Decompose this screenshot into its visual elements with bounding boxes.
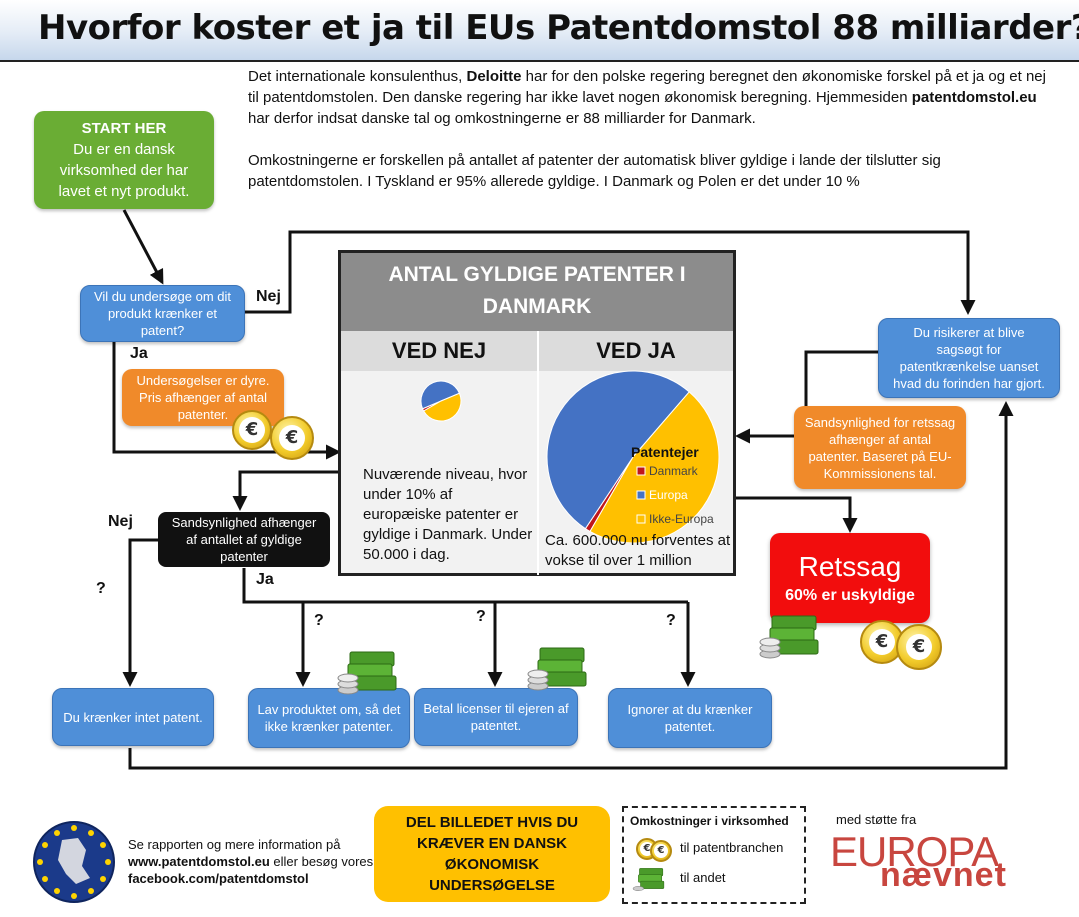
pie-slice-europa — [420, 380, 461, 410]
pie-slice-ikke-europa — [422, 392, 462, 422]
pie-slice-ikke-europa — [589, 391, 720, 543]
legend-swatch-ikke-europa — [636, 514, 646, 524]
arrow-bottom-to-risk — [128, 401, 1014, 770]
euro-coin-icon: € — [650, 840, 672, 862]
euro-coin-icon: € — [270, 416, 314, 460]
question-mark: ? — [96, 580, 106, 597]
col-divider — [537, 331, 539, 575]
chart-panel-title: ANTAL GYLDIGE PATENTER I DANMARK — [341, 253, 733, 331]
lawsuit-sub: 60% er uskyldige — [785, 587, 915, 604]
arrow-risk-to-panel — [735, 350, 878, 444]
intro-text: har derfor indsat danske tal og omkostni… — [248, 110, 756, 127]
legend-label-europa: Europa — [649, 488, 688, 502]
euro-coin-icon: € — [896, 624, 942, 670]
cost-legend-box: Omkostninger i virksomhed € € til patent… — [622, 806, 806, 904]
page-title: Hvorfor koster et ja til EUs Patentdomst… — [38, 8, 1079, 48]
eu-map-logo-icon — [33, 821, 115, 903]
sponsor-logo-naevnet: nævnet — [880, 856, 1007, 894]
intro-paragraph-1: Det internationale konsulenthus, Deloitt… — [248, 66, 1058, 129]
lawsuit-probability-box: Sandsynlighed for retssag afhænger af an… — [794, 406, 966, 489]
call-to-action-box: DEL BILLEDET HVIS DU KRÆVER EN DANSK ØKO… — [374, 806, 610, 902]
legend-title: Patentejer — [631, 444, 699, 460]
col-head-ja: VED JA — [539, 331, 733, 371]
question-investigate: Vil du undersøge om dit produkt krænker … — [80, 285, 245, 342]
outcome-pay-license: Betal licenser til ejeren af patentet. — [414, 688, 578, 746]
arrow-panel-to-lawsuit — [736, 496, 858, 533]
sponsor-logo-europa: EUROPA — [830, 828, 999, 875]
arrow-nej-to-outcome-1 — [122, 538, 158, 687]
legend-item-patent: til patentbranchen — [680, 840, 784, 855]
start-heading: START HER — [81, 120, 167, 137]
legend-label-ikke-europa: Ikke-Europa — [649, 512, 714, 526]
legend-label-danmark: Danmark — [649, 464, 699, 478]
risk-box: Du risikerer at blive sagsøgt for patent… — [878, 318, 1060, 398]
outcome-no-infringement: Du krænker intet patent. — [52, 688, 214, 746]
footer-line-1: Se rapporten og mere information på — [128, 837, 341, 852]
pie-chart-nej — [420, 380, 462, 422]
pie-slice-europa — [546, 370, 690, 530]
footer-website-link[interactable]: www.patentdomstol.eu — [128, 854, 270, 869]
intro-text: har for den polske regering beregnet den… — [248, 68, 1046, 106]
outcome-ignore: Ignorer at du krænker patentet. — [608, 688, 772, 748]
label-nej-top: Nej — [256, 288, 281, 305]
legend-item-other: til andet — [680, 870, 726, 885]
title-bar: Hvorfor koster et ja til EUs Patentdomst… — [0, 0, 1079, 62]
probability-box: Sandsynlighed afhænger af antallet af gy… — [158, 512, 330, 567]
sponsor-label: med støtte fra — [836, 812, 917, 827]
arrow-start-to-question — [122, 209, 164, 285]
lawsuit-title: Retssag — [798, 551, 902, 582]
start-box: START HER Du er en dansk virksomhed der … — [34, 111, 214, 209]
arrow-ja-to-panel — [112, 342, 341, 460]
question-mark: ? — [666, 612, 676, 629]
arrow-panel-to-prob — [232, 470, 338, 511]
outcome-redesign: Lav produktet om, så det ikke krænker pa… — [248, 688, 410, 748]
footer-facebook-link[interactable]: facebook.com/patentdomstol — [128, 871, 309, 886]
label-ja-left: Ja — [130, 345, 148, 362]
intro-deloitte: Deloitte — [466, 68, 522, 85]
intro-text: Det internationale konsulenthus, — [248, 68, 467, 85]
footer-line-2: eller besøg vores — [269, 854, 374, 869]
legend-title: Omkostninger i virksomhed — [630, 814, 789, 828]
question-mark: ? — [476, 608, 486, 625]
euro-coin-icon: € — [232, 410, 272, 450]
start-text: Du er en dansk virksomhed der har lavet … — [58, 141, 190, 200]
intro-paragraph-2: Omkostningerne er forskellen på antallet… — [248, 152, 941, 190]
lawsuit-box: Retssag 60% er uskyldige — [770, 533, 930, 623]
label-nej-mid: Nej — [108, 513, 133, 530]
arrow-ja-bus — [242, 568, 688, 604]
patents-chart-panel: ANTAL GYLDIGE PATENTER I DANMARK VED NEJ… — [338, 250, 736, 576]
text-nej: Nuværende niveau, hvor under 10% af euro… — [363, 466, 533, 563]
question-mark: ? — [314, 612, 324, 629]
arrow-nej-to-risk — [245, 230, 976, 315]
label-ja-mid: Ja — [256, 571, 274, 588]
intro-site: patentdomstol.eu — [911, 89, 1037, 106]
money-stack-icon — [759, 615, 819, 659]
col-head-nej: VED NEJ — [341, 331, 537, 371]
footer-info: Se rapporten og mere information på www.… — [128, 836, 378, 887]
legend-swatch-danmark — [636, 466, 646, 476]
money-stack-icon — [337, 651, 397, 695]
money-stack-icon — [527, 647, 587, 691]
legend-swatch-europa — [636, 490, 646, 500]
text-ja: Ca. 600.000 nu forventes at vokse til ov… — [545, 532, 731, 569]
money-stack-icon — [632, 868, 665, 891]
